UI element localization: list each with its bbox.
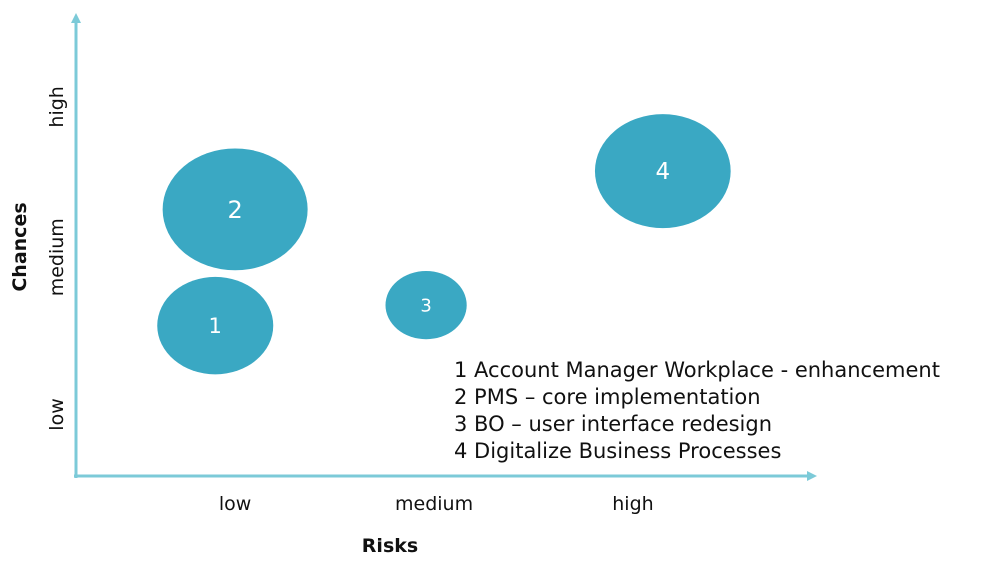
x-tick-label: high xyxy=(612,493,653,515)
bubble-4: 4 xyxy=(594,114,731,229)
bubble-2: 2 xyxy=(162,148,308,271)
bubble-mark xyxy=(162,148,308,271)
x-tick-label: low xyxy=(219,493,251,515)
bubbles: 1 2 3 4 xyxy=(157,114,731,375)
y-tick-label: medium xyxy=(46,218,68,296)
legend-item: 4 Digitalize Business Processes xyxy=(454,439,781,463)
bubble-mark xyxy=(594,114,731,229)
y-tick-label: low xyxy=(46,398,68,430)
tick-labels: low medium high low medium high xyxy=(46,86,654,515)
bubble-number: 4 xyxy=(655,159,670,185)
legend-item: 1 Account Manager Workplace - enhancemen… xyxy=(454,358,940,382)
bubble-mark xyxy=(385,271,467,340)
legend: 1 Account Manager Workplace - enhancemen… xyxy=(454,358,940,463)
bubble-number: 1 xyxy=(209,314,222,338)
legend-item: 3 BO – user interface redesign xyxy=(454,412,772,436)
legend-item: 2 PMS – core implementation xyxy=(454,385,761,409)
axes xyxy=(71,13,817,481)
bubble-3: 3 xyxy=(385,271,467,340)
x-axis-title: Risks xyxy=(362,535,418,557)
y-axis-title: Chances xyxy=(9,202,31,291)
bubble-number: 2 xyxy=(227,196,242,224)
bubble-mark xyxy=(157,276,274,375)
bubble-number: 3 xyxy=(420,295,431,316)
x-tick-label: medium xyxy=(395,493,473,515)
y-tick-label: high xyxy=(46,86,68,127)
bubble-1: 1 xyxy=(157,276,274,375)
